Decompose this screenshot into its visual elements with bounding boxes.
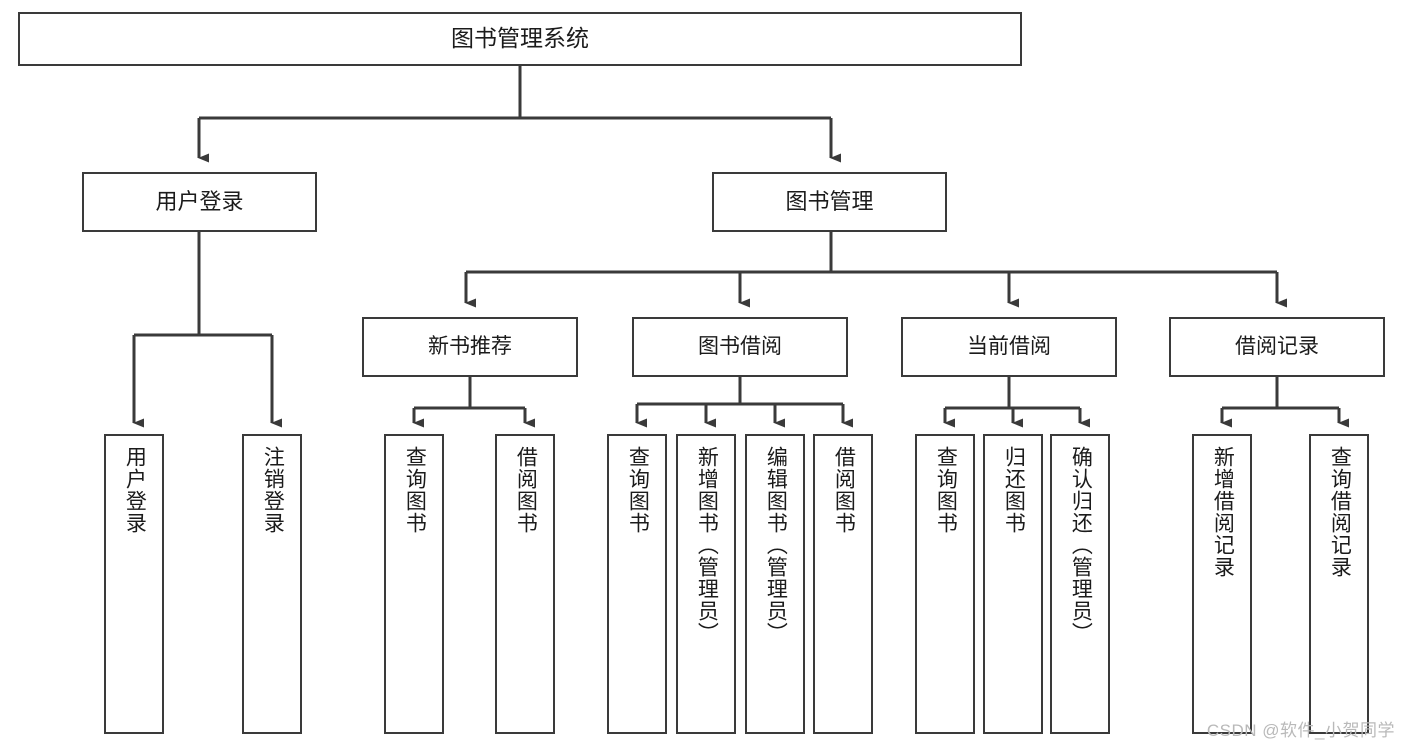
leaf-current-confirm-return-admin[interactable]: 确认归还（管理员）	[1050, 434, 1110, 734]
node-label: 查询图书	[934, 446, 958, 534]
node-label: 新增借阅记录	[1211, 446, 1235, 578]
node-borrow-records[interactable]: 借阅记录	[1169, 317, 1385, 377]
node-new-book-recommend[interactable]: 新书推荐	[362, 317, 578, 377]
node-label: 图书借阅	[698, 334, 782, 358]
node-label: 图书管理	[785, 189, 874, 215]
node-label: 新书推荐	[428, 334, 512, 358]
node-label: 借阅图书	[832, 446, 856, 534]
node-label: 用户登录	[123, 446, 147, 534]
leaf-borrow-edit-book-admin[interactable]: 编辑图书（管理员）	[745, 434, 805, 734]
node-label: 编辑图书（管理员）	[764, 446, 788, 644]
node-book-management[interactable]: 图书管理	[712, 172, 947, 232]
node-label: 确认归还（管理员）	[1069, 446, 1093, 644]
leaf-current-search-book[interactable]: 查询图书	[915, 434, 975, 734]
leaf-logout[interactable]: 注销登录	[242, 434, 302, 734]
node-root-system[interactable]: 图书管理系统	[18, 12, 1022, 66]
leaf-new-books-borrow-book[interactable]: 借阅图书	[495, 434, 555, 734]
leaf-borrow-search-book[interactable]: 查询图书	[607, 434, 667, 734]
csdn-watermark: CSDN @软件_小贺同学	[1206, 721, 1395, 740]
leaf-new-books-search-book[interactable]: 查询图书	[384, 434, 444, 734]
node-label: 图书管理系统	[451, 25, 589, 52]
node-label: 查询借阅记录	[1328, 446, 1352, 578]
node-label: 当前借阅	[967, 334, 1051, 358]
node-user-login[interactable]: 用户登录	[82, 172, 317, 232]
node-label: 注销登录	[261, 446, 285, 534]
node-label: 归还图书	[1002, 446, 1026, 534]
node-label: 新增图书（管理员）	[695, 446, 719, 644]
leaf-records-add-record[interactable]: 新增借阅记录	[1192, 434, 1252, 734]
node-book-borrow[interactable]: 图书借阅	[632, 317, 848, 377]
node-label: 查询图书	[403, 446, 427, 534]
node-current-borrow[interactable]: 当前借阅	[901, 317, 1117, 377]
leaf-borrow-add-book-admin[interactable]: 新增图书（管理员）	[676, 434, 736, 734]
leaf-records-search-record[interactable]: 查询借阅记录	[1309, 434, 1369, 734]
node-label: 借阅记录	[1235, 334, 1319, 358]
node-label: 借阅图书	[514, 446, 538, 534]
node-label: 用户登录	[155, 189, 244, 215]
leaf-borrow-borrow-book[interactable]: 借阅图书	[813, 434, 873, 734]
leaf-current-return-book[interactable]: 归还图书	[983, 434, 1043, 734]
node-label: 查询图书	[626, 446, 650, 534]
leaf-user-login[interactable]: 用户登录	[104, 434, 164, 734]
